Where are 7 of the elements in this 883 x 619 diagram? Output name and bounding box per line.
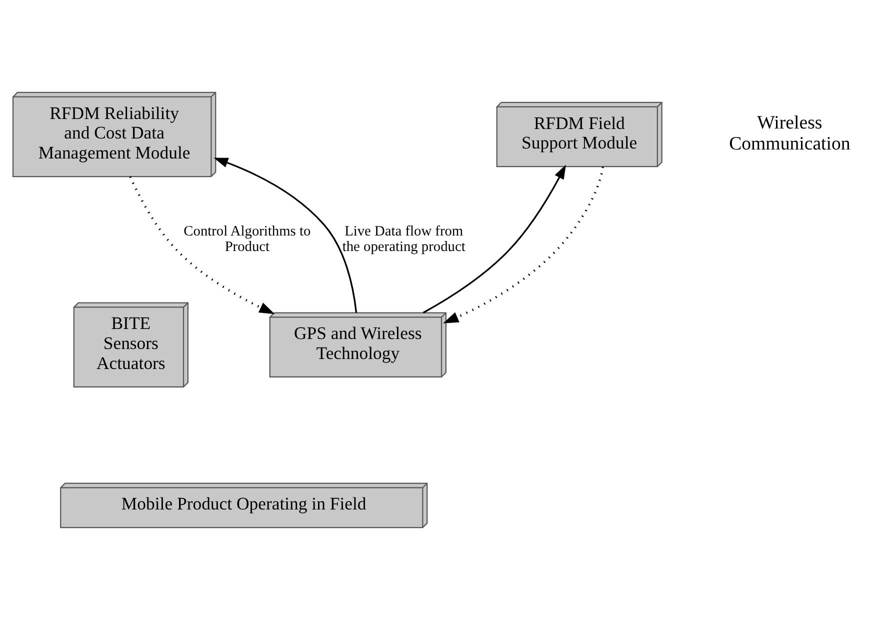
edge-label: Control Algorithms to Product <box>184 223 311 255</box>
arrow <box>129 176 275 314</box>
arrow <box>214 157 358 312</box>
label: Wireless Communication <box>729 112 850 154</box>
edge-label: Live Data flow from the operating product <box>342 223 466 255</box>
arrow <box>422 164 566 313</box>
arrow <box>442 166 604 323</box>
